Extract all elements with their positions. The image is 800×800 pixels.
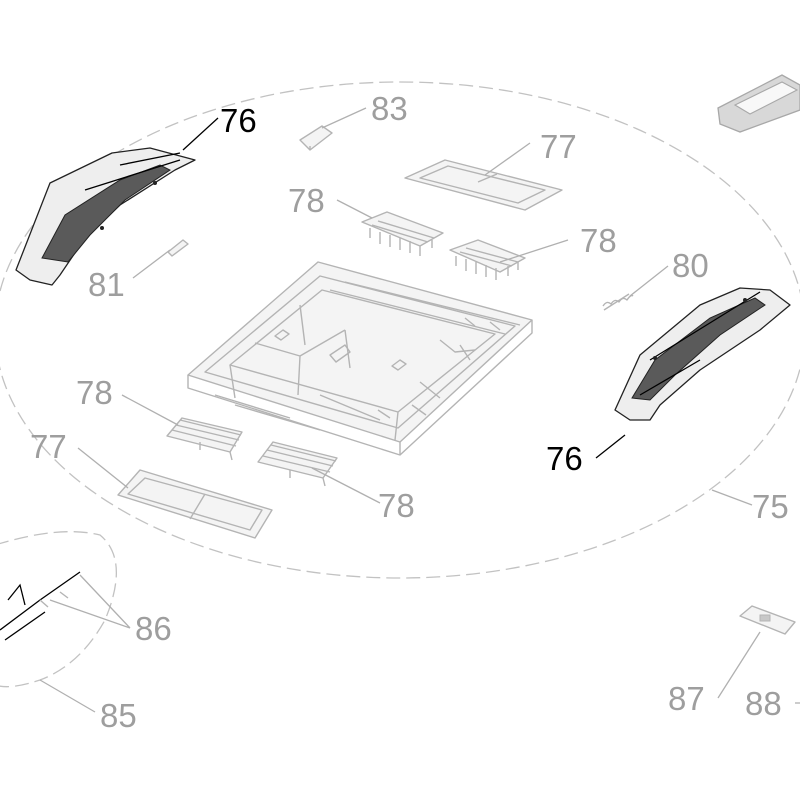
part-76-left-louver xyxy=(15,147,196,286)
main-chassis-frame xyxy=(187,261,533,456)
leader-85 xyxy=(39,679,96,713)
leader-78-a xyxy=(336,199,373,219)
leader-86 xyxy=(49,574,131,629)
part-78-grille-a xyxy=(361,211,444,256)
label-78-c: 78 xyxy=(76,374,113,411)
part-77-top-filter-frame xyxy=(404,159,563,211)
leader-75 xyxy=(711,489,753,506)
label-78-b: 78 xyxy=(580,222,617,259)
label-78-d: 78 xyxy=(378,487,415,524)
leader-78-d xyxy=(311,467,381,504)
part-78-grille-d xyxy=(257,441,338,487)
leader-76-right xyxy=(595,434,626,459)
leader-77-left xyxy=(77,447,129,489)
label-83: 83 xyxy=(371,90,408,127)
label-76-top: 76 xyxy=(220,102,257,139)
leader-78-c xyxy=(121,394,179,426)
leader-76-top xyxy=(182,117,219,151)
label-81: 81 xyxy=(88,266,125,303)
leader-77-top xyxy=(484,142,531,176)
leader-80 xyxy=(629,265,669,297)
part-86-bracket xyxy=(0,571,81,641)
part-top-right-box xyxy=(717,74,800,133)
part-77-lower-filter-frame xyxy=(117,469,273,539)
label-77-left: 77 xyxy=(30,428,67,465)
part-83-clip xyxy=(299,125,333,151)
label-88: 88 xyxy=(745,685,782,722)
part-80-spring xyxy=(602,293,634,311)
part-87-connector xyxy=(739,605,796,635)
label-80: 80 xyxy=(672,247,709,284)
label-85: 85 xyxy=(100,697,137,734)
label-87: 87 xyxy=(668,680,705,717)
label-75: 75 xyxy=(752,488,789,525)
part-76-right-louver xyxy=(614,287,791,421)
label-77-top: 77 xyxy=(540,128,577,165)
assembly-85-dashed-outline xyxy=(0,531,117,688)
leader-78-b xyxy=(499,239,569,263)
assembly-75-dashed-outline xyxy=(0,81,800,579)
label-86: 86 xyxy=(135,610,172,647)
part-78-grille-b xyxy=(449,239,526,280)
leader-87 xyxy=(717,631,761,699)
part-81-clip xyxy=(167,239,189,257)
label-76-right: 76 xyxy=(546,440,583,477)
leader-83 xyxy=(321,107,367,129)
label-78-a: 78 xyxy=(288,182,325,219)
leader-81 xyxy=(132,249,171,279)
part-78-grille-c xyxy=(166,417,243,461)
